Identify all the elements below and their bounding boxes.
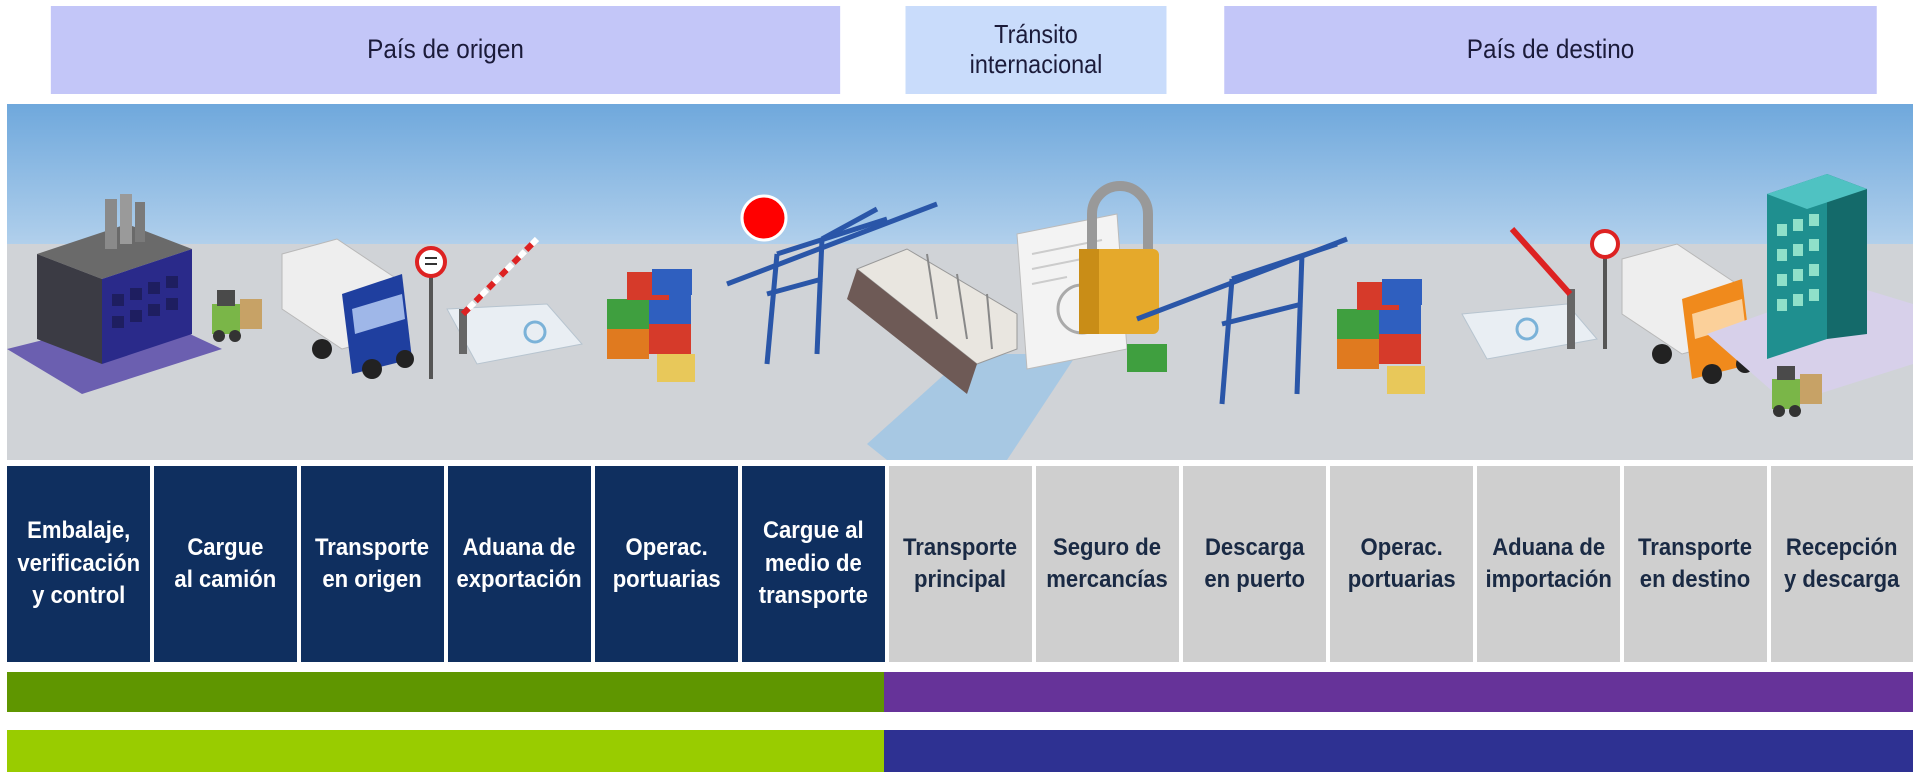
step-cargue-medio-transporte: Cargue al medio de transporte xyxy=(742,466,885,662)
forklift-icon-2 xyxy=(1772,366,1822,417)
header-transit-line2: internacional xyxy=(969,49,1103,79)
bar-destination-indigo xyxy=(884,730,1913,772)
step-aduana-exportacion: Aduana de exportación xyxy=(448,466,591,662)
step-label: Aduana de exportación xyxy=(456,533,583,593)
factory-icon xyxy=(7,194,222,394)
step-operac-portuarias-origen: Operac. portuarias xyxy=(595,466,738,662)
header-origin-label: País de origen xyxy=(367,34,524,65)
step-label: Operac. portuarias xyxy=(612,533,721,593)
logistics-illustration xyxy=(7,104,1913,460)
office-building-icon xyxy=(1707,174,1913,404)
red-dot-marker xyxy=(740,194,788,242)
step-label: Transporte principal xyxy=(903,533,1018,593)
containers-icon-2 xyxy=(1337,279,1425,394)
barrier-gate-icon-2 xyxy=(1461,227,1598,360)
truck-icon xyxy=(281,238,414,379)
step-operac-portuarias-destino: Operac. portuarias xyxy=(1330,466,1473,662)
step-label: Embalaje, verificación y control xyxy=(17,517,140,610)
step-recepcion-descarga: Recepción y descarga xyxy=(1771,466,1913,662)
step-label: Recepción y descarga xyxy=(1784,533,1900,593)
step-label: Cargue al camión xyxy=(174,533,277,593)
step-aduana-importacion: Aduana de importación xyxy=(1477,466,1620,662)
step-label: Cargue al medio de transporte xyxy=(758,517,869,610)
bar-origin-dark-green xyxy=(7,672,884,712)
traffic-sign-icon xyxy=(415,246,447,379)
step-embalaje: Embalaje, verificación y control xyxy=(7,466,150,662)
barrier-gate-icon xyxy=(446,236,583,365)
port-crane-icon-2 xyxy=(1127,236,1348,405)
header-destination-country: País de destino xyxy=(1224,6,1877,94)
step-label: Transporte en origen xyxy=(315,533,430,593)
step-transporte-principal: Transporte principal xyxy=(889,466,1032,662)
header-international-transit: Tránsito internacional xyxy=(905,6,1167,94)
step-transporte-destino: Transporte en destino xyxy=(1624,466,1767,662)
step-label: Transporte en destino xyxy=(1638,533,1753,593)
step-label: Aduana de importación xyxy=(1485,533,1612,593)
step-cargue-camion: Cargue al camión xyxy=(154,466,297,662)
cargo-ship-icon xyxy=(847,248,1018,394)
bar-origin-light-green xyxy=(7,730,884,772)
header-transit-line1: Tránsito xyxy=(994,19,1078,50)
header-origin-country: País de origen xyxy=(50,6,841,94)
containers-icon xyxy=(607,269,695,382)
step-transporte-origen: Transporte en origen xyxy=(301,466,444,662)
step-label: Seguro de mercancías xyxy=(1046,533,1169,593)
port-crane-icon xyxy=(726,201,938,365)
step-label: Descarga en puerto xyxy=(1204,533,1305,593)
traffic-sign-icon-2 xyxy=(1590,229,1620,349)
forklift-icon xyxy=(212,290,262,342)
bar-destination-purple xyxy=(884,672,1913,712)
step-descarga-puerto: Descarga en puerto xyxy=(1183,466,1326,662)
process-steps: Embalaje, verificación y control Cargue … xyxy=(7,466,1913,662)
header-destination-label: País de destino xyxy=(1466,34,1635,65)
step-seguro-mercancias: Seguro de mercancías xyxy=(1036,466,1179,662)
step-label: Operac. portuarias xyxy=(1347,533,1456,593)
padlock-icon xyxy=(1079,181,1159,334)
